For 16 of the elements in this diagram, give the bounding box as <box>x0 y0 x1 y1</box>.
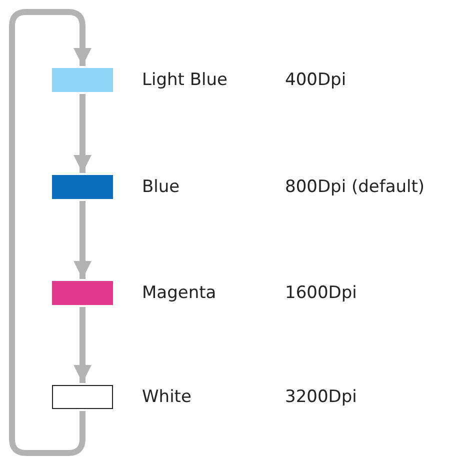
color-swatch-bar <box>52 281 113 305</box>
color-name-label: Blue <box>142 176 180 199</box>
resolution-label: 1600Dpi <box>285 282 357 305</box>
color-swatch-bar <box>52 175 113 199</box>
color-swatch-bar <box>52 385 113 409</box>
color-name-label: Magenta <box>142 282 216 305</box>
down-arrow <box>74 307 92 383</box>
resolution-label: 400Dpi <box>285 69 346 92</box>
loop-arrow <box>9 9 92 456</box>
color-name-label: White <box>142 386 192 409</box>
resolution-label: 800Dpi (default) <box>285 176 425 199</box>
color-name-label: Light Blue <box>142 69 228 92</box>
down-arrow <box>74 94 92 173</box>
color-swatch-bar <box>52 68 113 92</box>
down-arrow <box>74 201 92 279</box>
resolution-label: 3200Dpi <box>285 386 357 409</box>
